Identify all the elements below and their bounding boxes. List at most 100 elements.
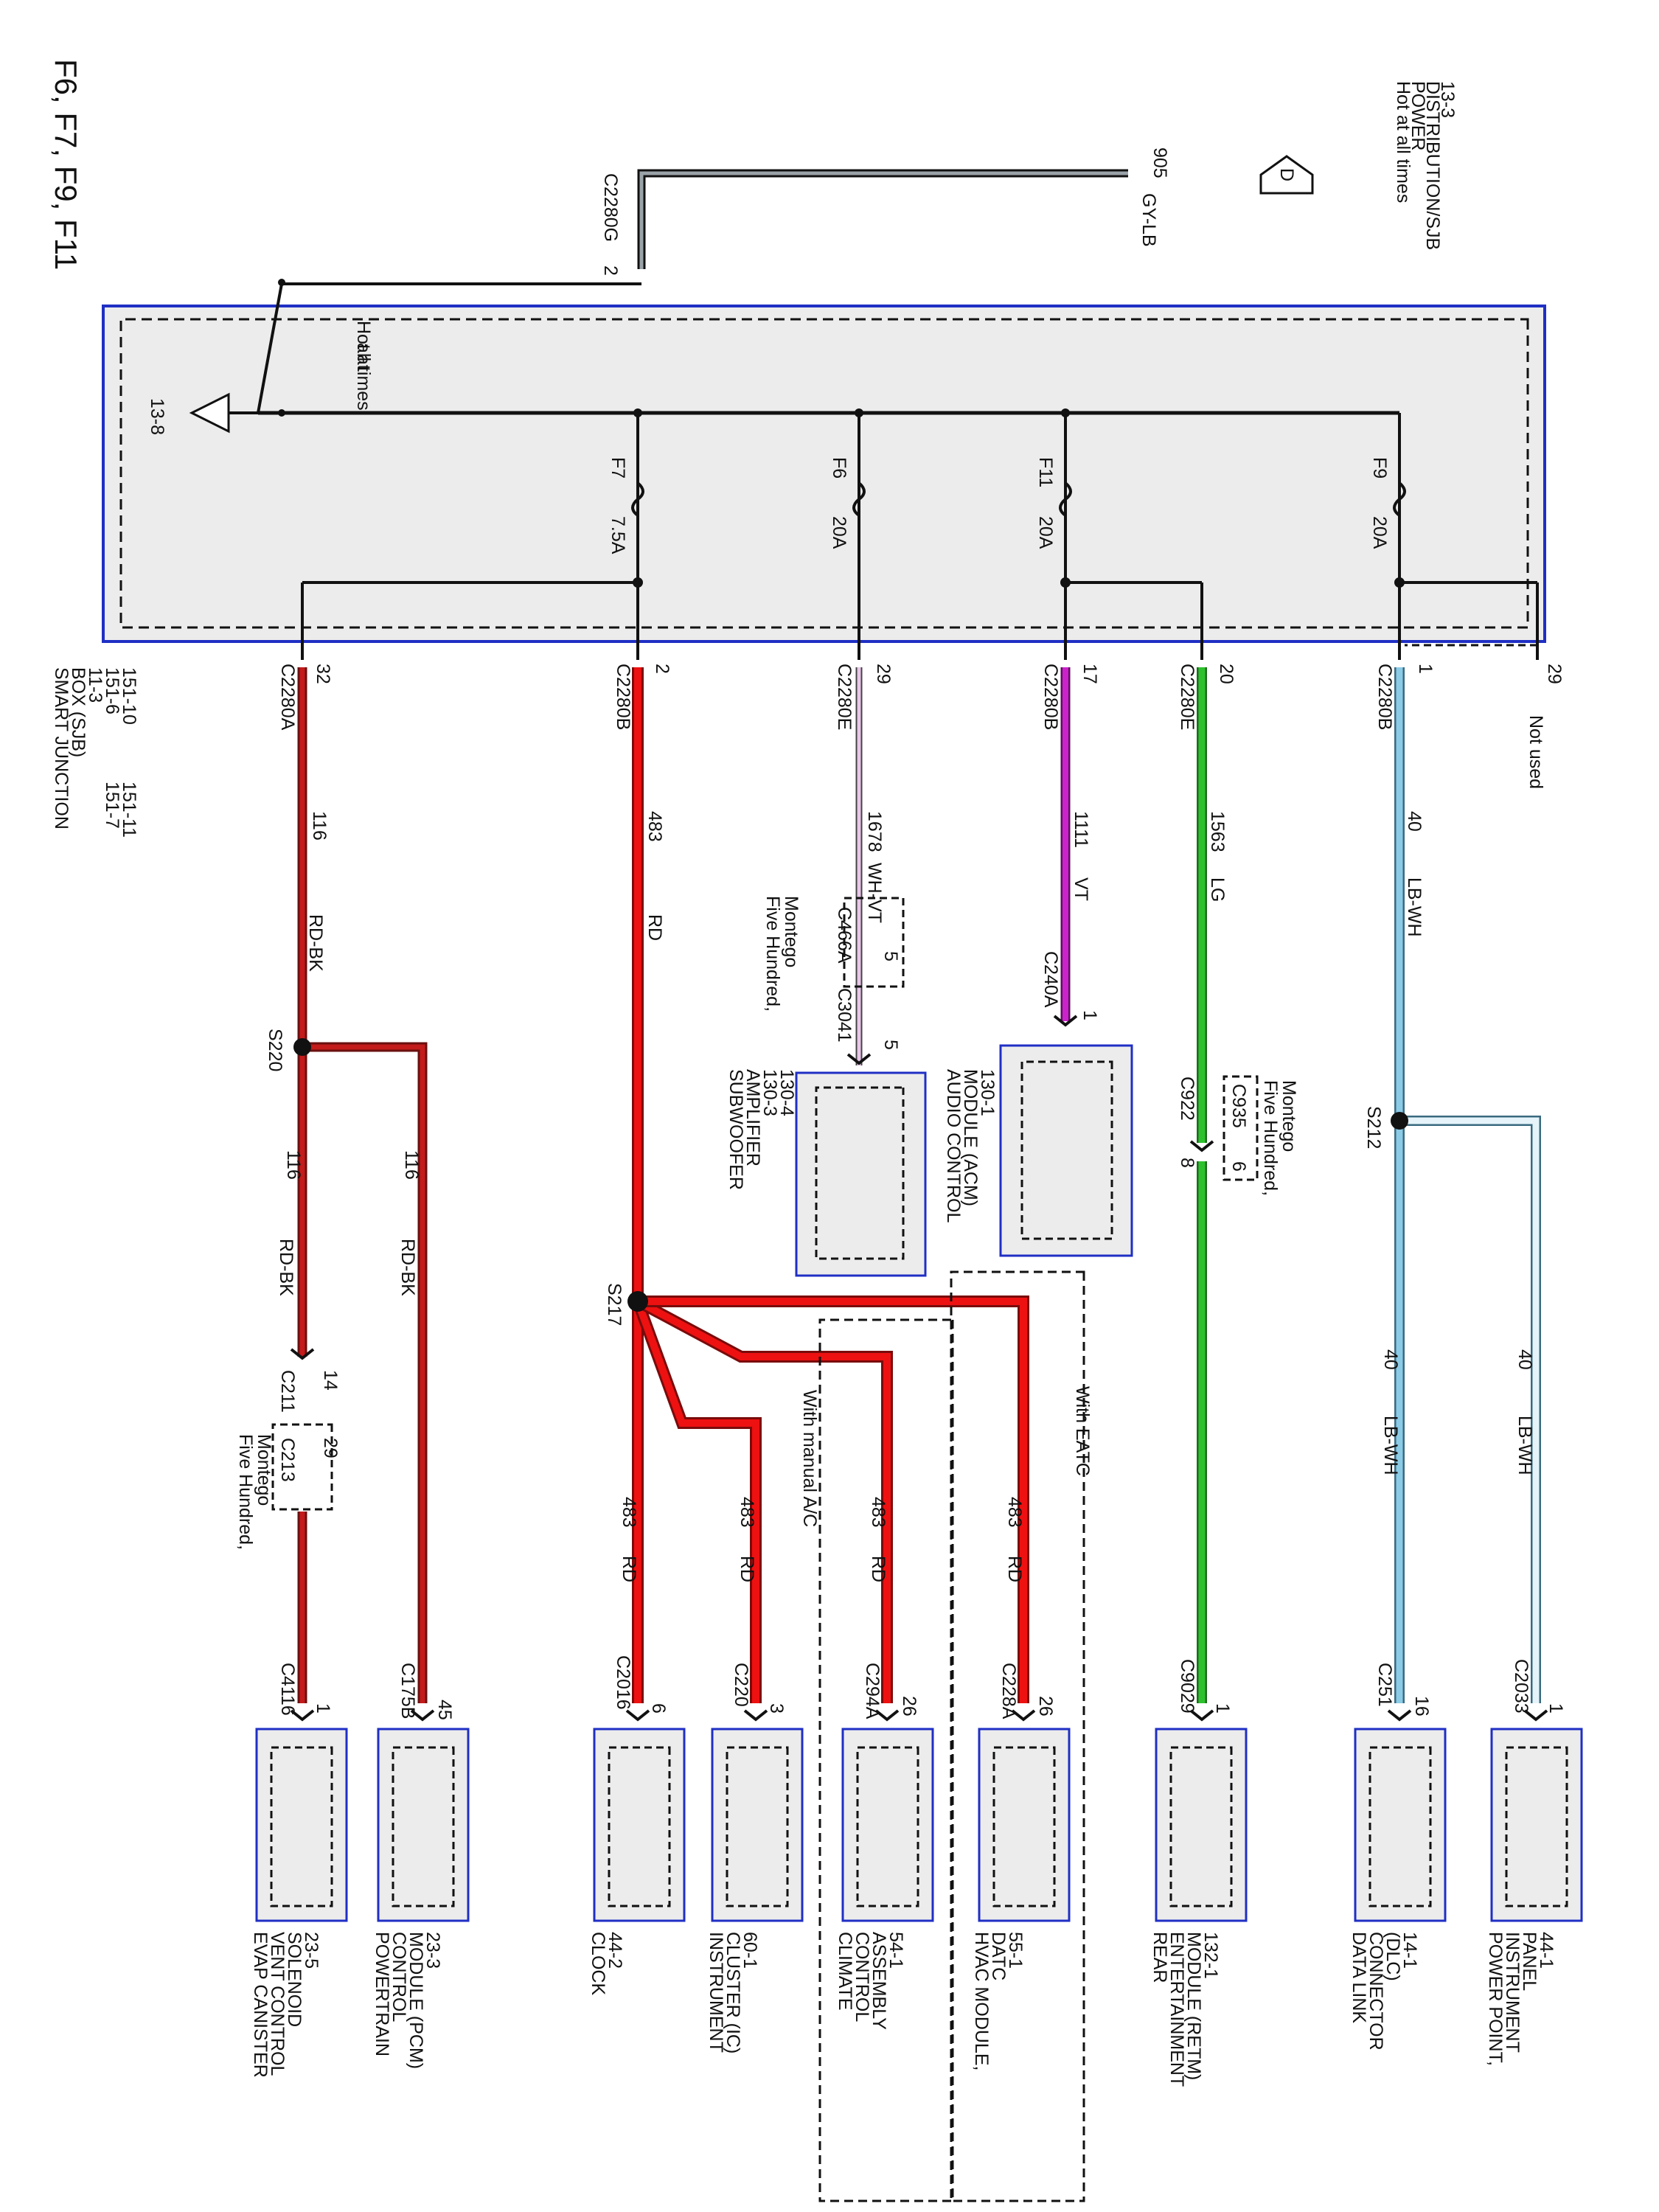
component-acm: AUDIO CONTROL MODULE (ACM) 130-1	[943, 1044, 1133, 1257]
component-clock: C2016 6 CLOCK 44-2	[588, 1655, 686, 1995]
cca-line-1: CLIMATE	[835, 1932, 855, 2011]
hvac-line-1: HVAC MODULE,	[971, 1932, 992, 2070]
sub-inner	[815, 1086, 905, 1260]
pcm-line-4: 23-3	[422, 1932, 443, 1969]
out-1-pin: 2	[652, 664, 672, 674]
sjb-hot-label-1: Hot at	[353, 321, 374, 370]
dlc-pin: 16	[1411, 1696, 1432, 1717]
cca-line-2: CONTROL	[852, 1932, 872, 2022]
retm-line-2: ENTERTAINMENT	[1166, 1932, 1187, 2087]
c240a-pin-mark	[1053, 1015, 1078, 1027]
sjb-switch	[257, 283, 283, 414]
hvac-line-3: 55-1	[1005, 1932, 1026, 1969]
sjb-frame	[102, 305, 1546, 643]
c466a-dashed-box	[843, 897, 905, 988]
fuse-f9-name: F9	[1369, 457, 1390, 479]
fuse-f7-rating: 7.5A	[608, 516, 628, 554]
evap-connector: C4116	[277, 1663, 298, 1716]
sjb-line-2: BOX (SJB)	[68, 667, 88, 757]
dlc-pin-mark	[1387, 1709, 1412, 1722]
cca-inner	[856, 1746, 919, 1907]
pp-pin-mark	[1523, 1709, 1548, 1722]
pcm-inner	[392, 1746, 455, 1907]
sjb-inner-dash	[119, 318, 1529, 629]
c935-pin: 6	[1228, 1161, 1249, 1172]
component-retm: C9029 1 REAR ENTERTAINMENT MODULE (RETM)…	[1150, 1659, 1248, 2087]
ground-ref: 13-8	[147, 398, 167, 435]
out-2-connector: C2280E	[834, 664, 855, 730]
source-connector-name: C2280G	[600, 173, 621, 242]
c213-note-1: Five Hundred,	[235, 1434, 256, 1550]
pcm-pin: 45	[434, 1700, 455, 1720]
fuse-f7-name: F7	[608, 457, 628, 479]
cca-line-3: ASSEMBLY	[869, 1932, 889, 2030]
manual-ac-region	[818, 1318, 954, 2202]
pp-connector: C2033	[1511, 1659, 1531, 1714]
hvac-frame	[978, 1728, 1071, 1922]
wire-905	[639, 171, 1128, 269]
pp-wire-color: LB-WH	[1514, 1416, 1535, 1475]
evap-frame	[255, 1728, 348, 1922]
out-3-circuit: 1111	[1071, 811, 1091, 848]
source-pin: 2	[600, 265, 621, 276]
wire-905-shadow	[637, 169, 1128, 269]
out-4-color: LG	[1207, 877, 1228, 902]
clock-line-1: CLOCK	[588, 1932, 608, 1995]
dlc-connector: C251	[1374, 1663, 1395, 1707]
retm-line-4: 132-1	[1200, 1932, 1221, 1979]
pcm-connector: C175B	[397, 1663, 418, 1719]
cca-connector: C294A	[862, 1663, 883, 1719]
wire-40-pp	[1399, 1117, 1540, 1703]
sub-line-4: 130-4	[776, 1069, 797, 1116]
pcm-line-1: POWERTRAIN	[372, 1932, 392, 2056]
c3041-pin-mark	[846, 1053, 872, 1065]
out-5-pin: 1	[1415, 664, 1436, 674]
out-1-connector: C2280B	[613, 664, 633, 730]
cca-pin: 26	[899, 1696, 919, 1717]
out-2-color: WH-VT	[864, 863, 885, 923]
splice-s212-dot	[1391, 1112, 1408, 1130]
manual-ac-label: With manual A/C	[799, 1390, 820, 1527]
evap-line-3: SOLENOID	[284, 1932, 305, 2027]
c3041-pin: 5	[880, 1040, 901, 1050]
source-connector-flag	[1259, 155, 1314, 195]
fuse-f6-name: F6	[829, 457, 849, 479]
c213-connector: C213	[277, 1438, 298, 1482]
fuse-f6-symbol	[852, 481, 866, 517]
wire-483-ic	[634, 1300, 759, 1703]
sjb-hot-label-2: all times	[353, 343, 374, 411]
ic-line-1: INSTRUMENT	[706, 1932, 726, 2053]
sjb-line-1: SMART JUNCTION	[51, 667, 72, 830]
clock-wire-color: RD	[619, 1556, 639, 1582]
c211-connector: C211	[277, 1370, 298, 1413]
ic-pin: 3	[766, 1703, 787, 1714]
retm-pin-mark	[1189, 1709, 1214, 1722]
sjb-line-4: 151-6	[102, 667, 122, 714]
fuse-f9-rating: 20A	[1369, 516, 1390, 549]
pp-wire-circuit: 40	[1514, 1349, 1535, 1370]
dlc-line-2: CONNECTOR	[1366, 1932, 1386, 2051]
dlc-line-3: (DLC)	[1382, 1932, 1403, 1981]
acm-line-3: 130-1	[977, 1069, 998, 1116]
c466a-note-1: Five Hundred,	[762, 896, 783, 1012]
acm-line-1: AUDIO CONTROL	[943, 1069, 964, 1222]
hvac-inner	[992, 1746, 1056, 1907]
sjb-box: Hot at all times 13-8 F7 7.5A F6 20A	[102, 279, 1546, 660]
wire-483-hvac	[638, 1298, 1027, 1703]
c240a-connector: C240A	[1040, 951, 1061, 1008]
out-6-pin: 29	[1544, 664, 1565, 684]
c935-connector: C935	[1228, 1084, 1249, 1128]
page-title: F6, F7, F9, F11	[49, 59, 83, 270]
out-0-connector: C2280A	[277, 664, 298, 731]
evap-line-1: EVAP CANISTER	[250, 1932, 271, 2078]
out-2-circuit: 1678	[864, 811, 885, 852]
c922-pin-mark	[1189, 1140, 1214, 1152]
out-4-circuit: 1563	[1207, 811, 1228, 852]
dlc-inner	[1368, 1746, 1432, 1907]
evap-line-4: 23-5	[301, 1932, 321, 1969]
c213-pin: 29	[320, 1438, 341, 1458]
component-cca: C294A 26 CLIMATE CONTROL ASSEMBLY 54-1	[835, 1663, 934, 2030]
c935-note-1: Five Hundred,	[1260, 1080, 1281, 1196]
